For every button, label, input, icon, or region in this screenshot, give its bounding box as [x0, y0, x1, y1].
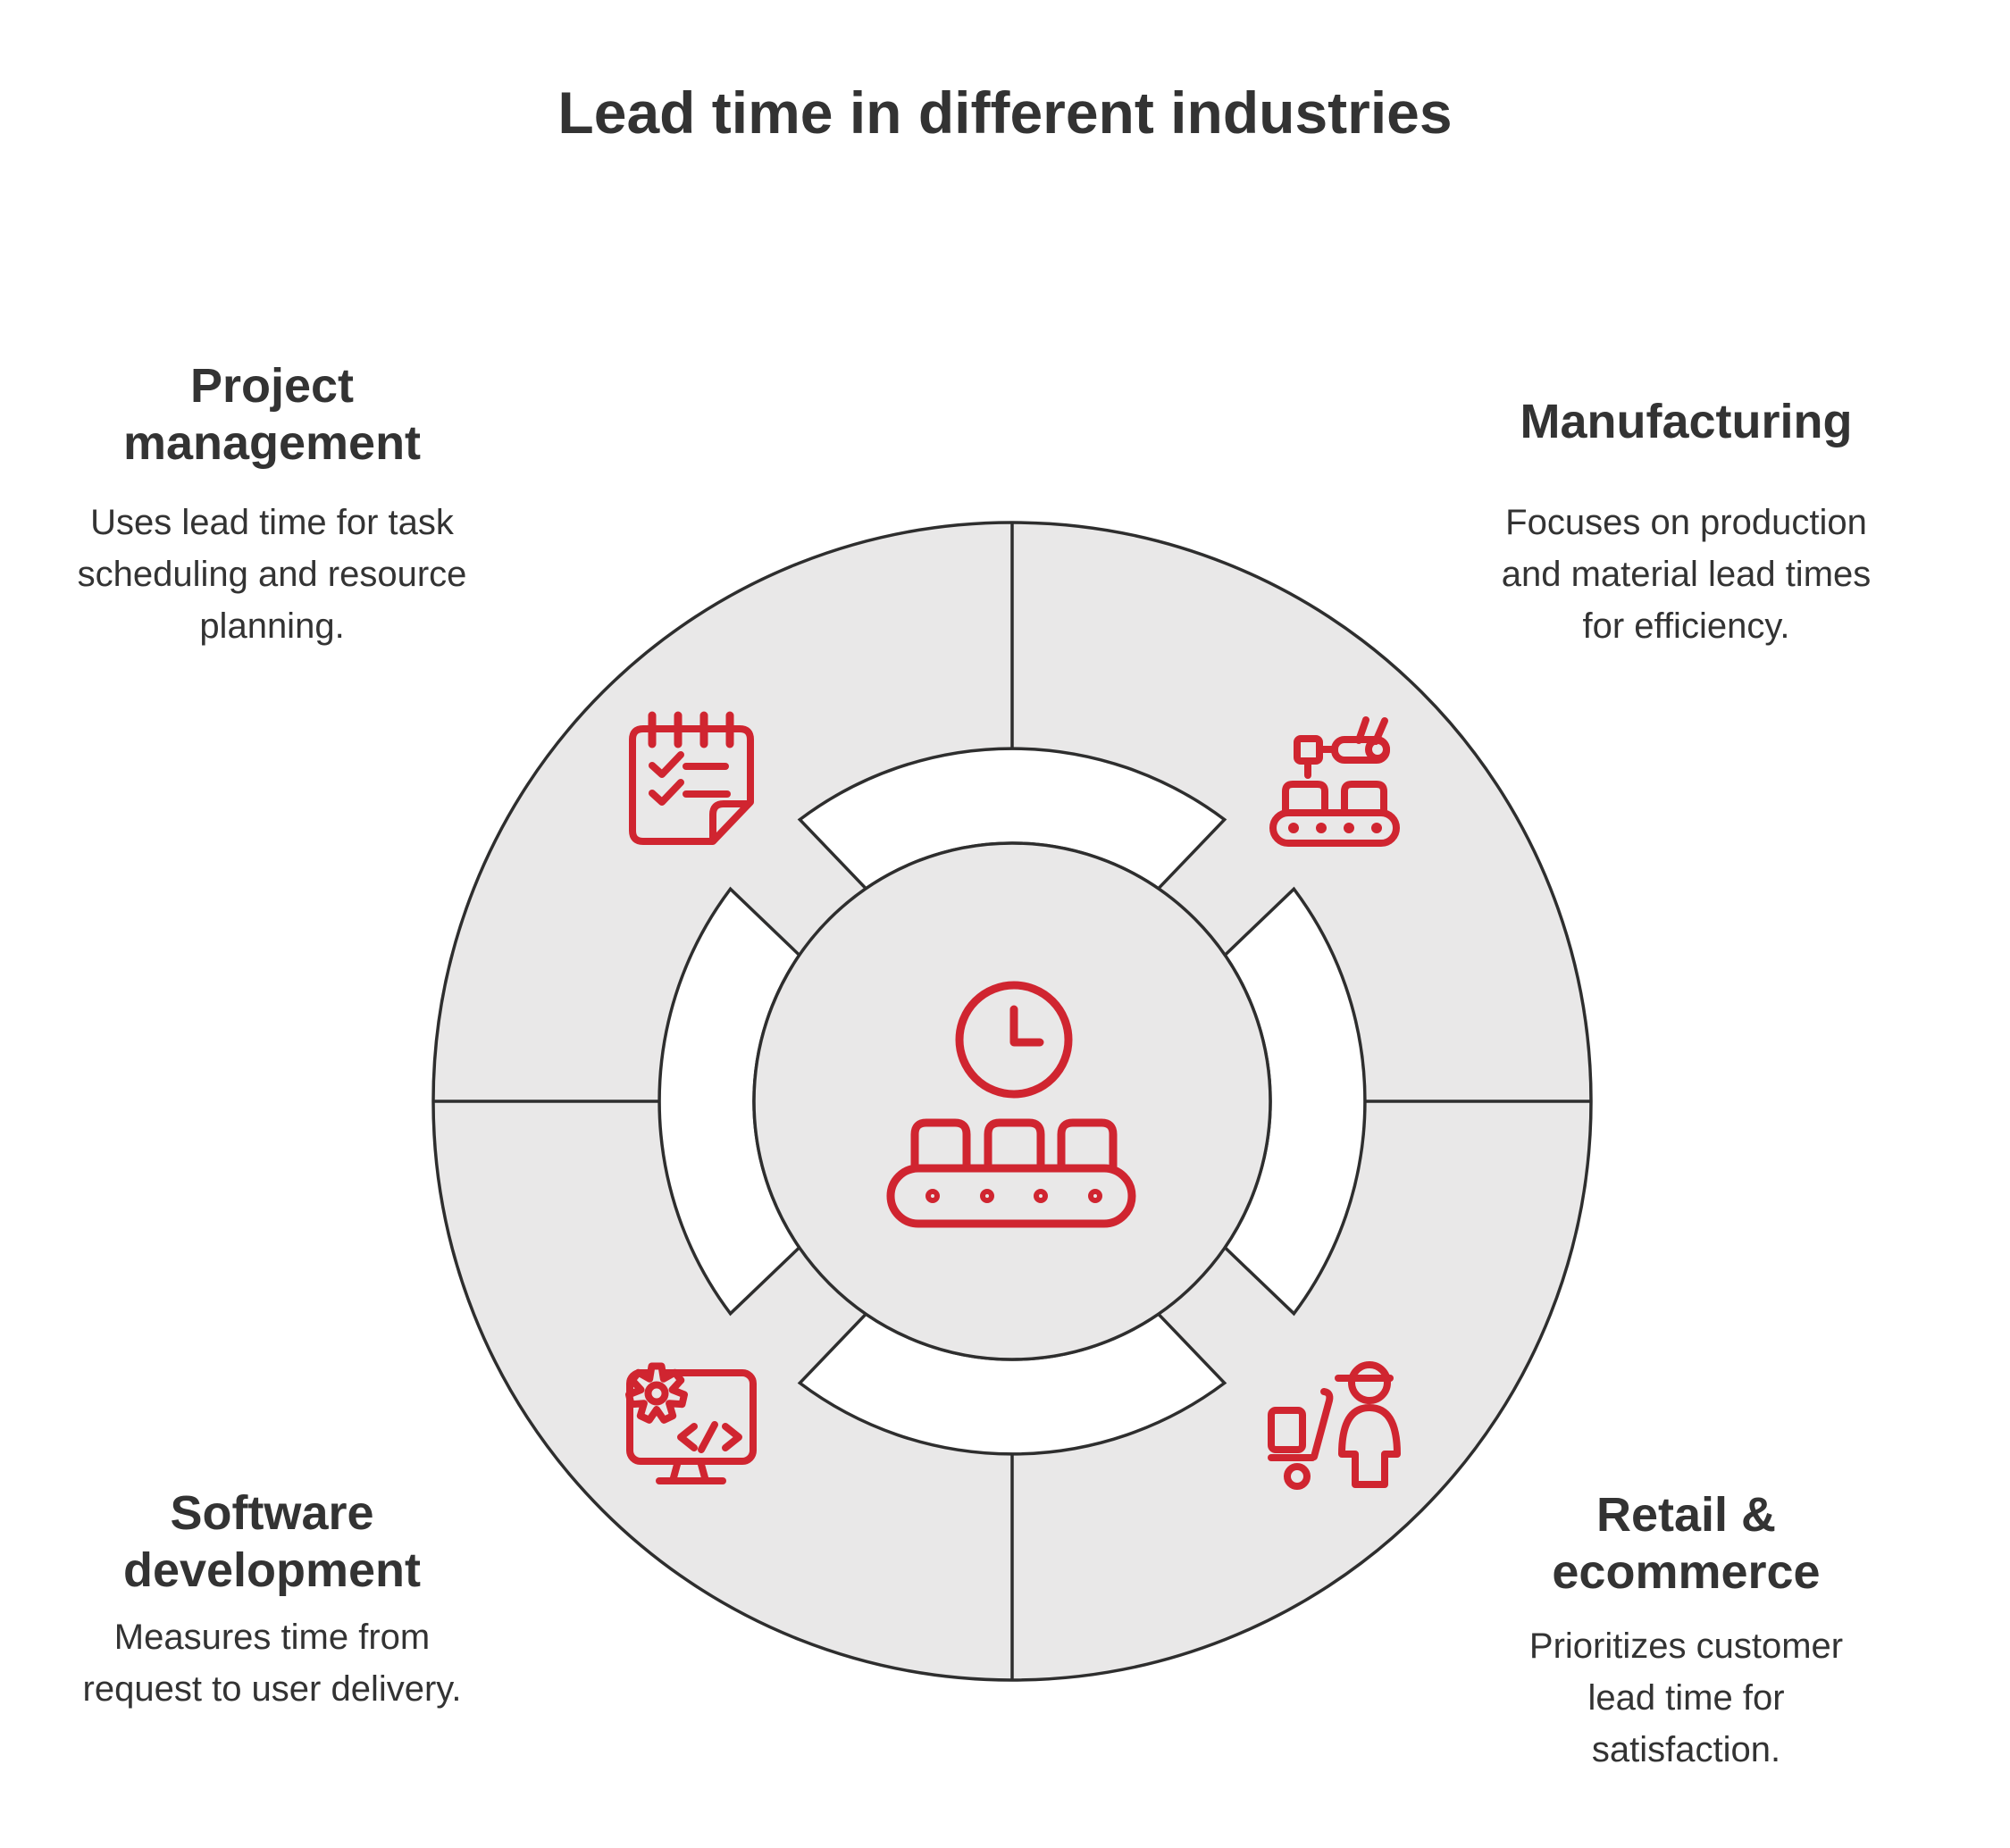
heading-line: Manufacturing: [1520, 395, 1853, 448]
description-line: Uses lead time for task: [90, 503, 454, 542]
description-line: request to user delivery.: [82, 1669, 462, 1709]
quadrant-dividers: [434, 523, 1590, 1679]
heading-line: Software: [170, 1486, 374, 1540]
heading-line: management: [122, 416, 422, 470]
delivery-person-cart-icon: [1268, 1361, 1401, 1490]
clock-icon: [955, 981, 1073, 1099]
inner-circle: [752, 841, 1272, 1361]
heading-line: Project: [189, 359, 355, 413]
robotic-arm-conveyor-icon: [1269, 716, 1400, 847]
heading-line: development: [122, 1543, 422, 1597]
description-line: Prioritizes customer: [1528, 1626, 1844, 1666]
retail-ecommerce-heading: Retail & ecommerce: [1434, 1486, 1939, 1601]
checklist-notepad-icon: [629, 711, 754, 845]
heading-line: ecommerce: [1552, 1545, 1821, 1599]
description-line: lead time for: [1587, 1678, 1785, 1718]
cycle-ring: [657, 747, 1367, 1456]
description-line: and material lead times: [1501, 555, 1872, 594]
software-development-description: Measures time from request to user deliv…: [20, 1611, 524, 1715]
heading-line: Retail &: [1595, 1488, 1777, 1542]
project-management-description: Uses lead time for task scheduling and r…: [20, 497, 524, 652]
software-development-heading: Software development: [20, 1484, 524, 1599]
description-line: Measures time from: [113, 1618, 431, 1657]
description-line: for efficiency.: [1582, 606, 1790, 646]
description-line: satisfaction.: [1591, 1730, 1781, 1769]
page-title: Lead time in different industries: [557, 79, 1453, 146]
description-line: planning.: [199, 606, 345, 646]
conveyor-belt-icon: [886, 1118, 1136, 1228]
gear-icon: [625, 1362, 688, 1424]
manufacturing-heading: Manufacturing: [1434, 393, 1939, 450]
monitor-gear-code-icon: [625, 1362, 757, 1484]
manufacturing-description: Focuses on production and material lead …: [1434, 497, 1939, 652]
description-line: scheduling and resource: [77, 555, 467, 594]
retail-ecommerce-description: Prioritizes customer lead time for satis…: [1434, 1620, 1939, 1776]
description-line: Focuses on production: [1505, 503, 1867, 542]
project-management-heading: Project management: [20, 357, 524, 472]
